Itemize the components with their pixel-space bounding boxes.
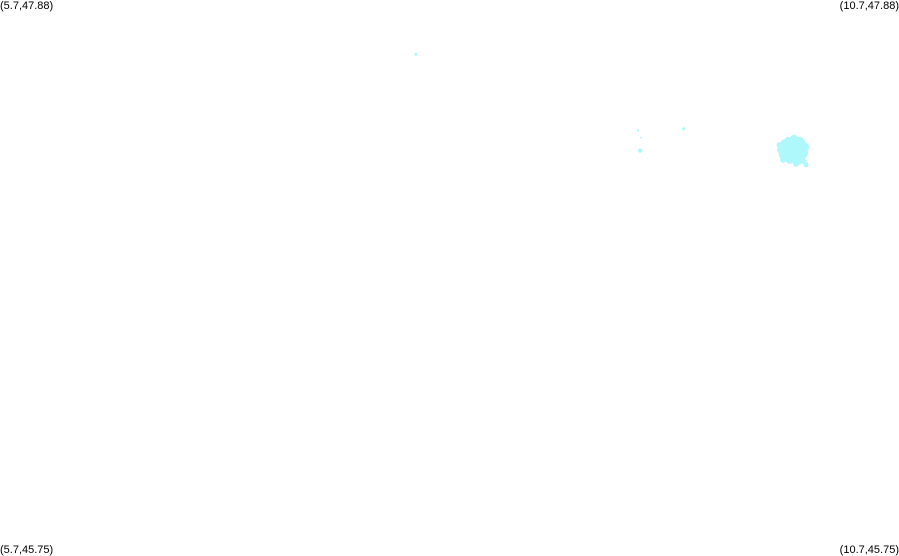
map-feature-cluster-part	[790, 134, 799, 143]
corner-label-top-left: (5.7,47.88)	[0, 0, 54, 12]
map-feature-dot-3	[638, 148, 643, 153]
map-feature-blob-2	[639, 136, 642, 139]
map-feature-cluster-part	[777, 145, 786, 154]
map-feature-cluster-part	[776, 142, 782, 148]
map-feature-cluster-part	[800, 157, 807, 164]
corner-label-top-right: (10.7,47.88)	[839, 0, 899, 12]
map-feature-cluster-part	[785, 153, 796, 164]
corner-label-bottom-right: (10.7,45.75)	[839, 544, 899, 556]
map-feature-cluster-part	[801, 142, 810, 151]
map-feature-dot-0	[414, 52, 418, 56]
map-feature-cluster-part	[784, 140, 799, 155]
map-feature-cluster-part	[793, 160, 800, 167]
map-feature-cluster-part	[803, 162, 809, 168]
map-feature-cluster	[776, 134, 810, 168]
map-feature-dot-4	[682, 127, 686, 131]
corner-label-bottom-left: (5.7,45.75)	[0, 544, 54, 556]
map-feature-dot-1	[636, 129, 640, 132]
map-feature-cluster-part	[780, 156, 787, 163]
